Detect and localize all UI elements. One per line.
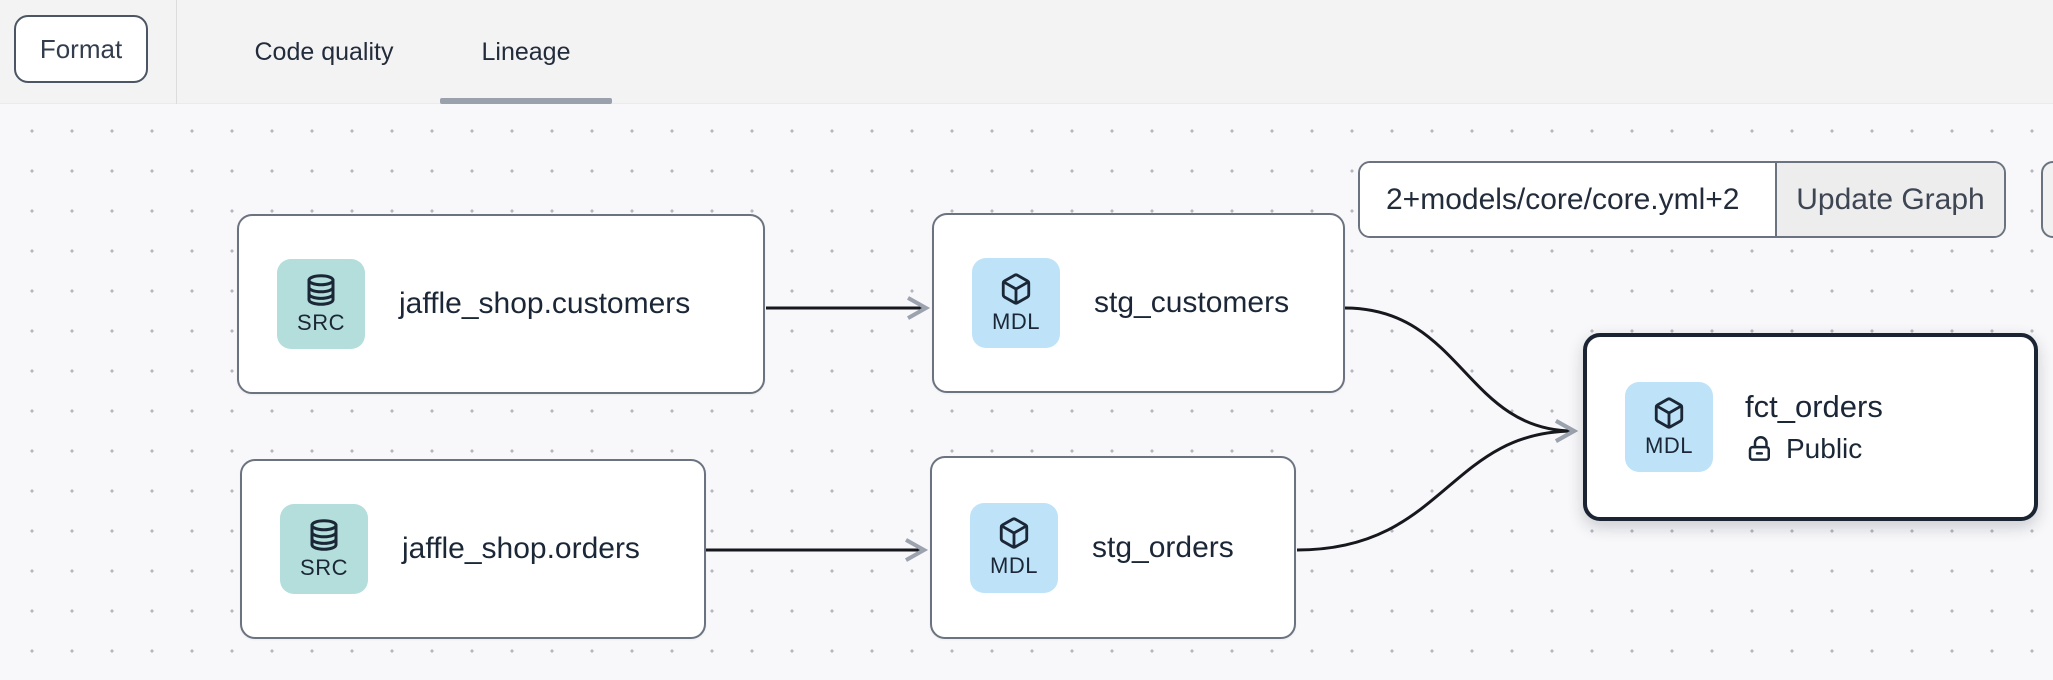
database-icon bbox=[310, 518, 338, 551]
node-title: fct_orders bbox=[1745, 389, 1883, 424]
graph-controls: Update Graph bbox=[1358, 161, 2006, 238]
model-badge: MDL bbox=[970, 502, 1058, 593]
lineage-edges bbox=[706, 296, 1579, 562]
toolbar-divider bbox=[176, 0, 177, 104]
badge-label: SRC bbox=[300, 554, 348, 580]
cube-icon bbox=[1654, 396, 1684, 429]
active-tab-indicator bbox=[440, 98, 612, 104]
source-badge: SRC bbox=[280, 504, 368, 594]
tab-bar: Code quality Lineage bbox=[238, 0, 612, 104]
update-graph-button[interactable]: Update Graph bbox=[1775, 163, 2004, 236]
tab-lineage[interactable]: Lineage bbox=[440, 0, 612, 104]
access-label: Public bbox=[1786, 433, 1863, 464]
source-badge: SRC bbox=[277, 259, 365, 349]
model-badge: MDL bbox=[1625, 382, 1713, 472]
node-jaffle-shop-orders[interactable]: SRC jaffle_shop.orders bbox=[240, 459, 706, 639]
tab-label: Lineage bbox=[481, 37, 571, 66]
badge-label: MDL bbox=[992, 308, 1040, 334]
node-title: stg_customers bbox=[1094, 286, 1290, 319]
model-selector-input[interactable] bbox=[1360, 163, 1775, 236]
access-badge: Public bbox=[1745, 433, 1883, 465]
node-title: jaffle_shop.customers bbox=[399, 287, 691, 320]
node-fct-orders[interactable]: MDL fct_orders Public bbox=[1583, 333, 2038, 521]
node-stg-orders[interactable]: MDL stg_orders bbox=[930, 456, 1296, 639]
cube-icon bbox=[999, 517, 1029, 549]
unlock-icon bbox=[1748, 436, 1770, 461]
edge-stg-orders-to-fct bbox=[1296, 419, 1579, 552]
cube-icon bbox=[1001, 272, 1031, 305]
tab-code-quality[interactable]: Code quality bbox=[238, 0, 410, 104]
lineage-canvas[interactable]: SRC jaffle_shop.customers MDL stg_custom… bbox=[0, 104, 2053, 680]
format-button[interactable]: Format bbox=[14, 15, 148, 83]
node-jaffle-shop-customers[interactable]: SRC jaffle_shop.customers bbox=[237, 214, 765, 394]
node-title: stg_orders bbox=[1092, 530, 1234, 564]
database-icon bbox=[307, 273, 335, 306]
badge-label: MDL bbox=[1645, 432, 1693, 458]
badge-label: MDL bbox=[990, 553, 1038, 578]
node-stg-customers[interactable]: MDL stg_customers bbox=[932, 213, 1345, 393]
tab-label: Code quality bbox=[254, 37, 394, 66]
model-badge: MDL bbox=[972, 258, 1060, 348]
badge-label: SRC bbox=[297, 309, 345, 335]
node-title: jaffle_shop.orders bbox=[402, 532, 640, 565]
edge-stg-customers-to-fct bbox=[1344, 306, 1579, 443]
cutoff-button[interactable] bbox=[2041, 161, 2053, 238]
toolbar: Format Code quality Lineage bbox=[0, 0, 2053, 104]
